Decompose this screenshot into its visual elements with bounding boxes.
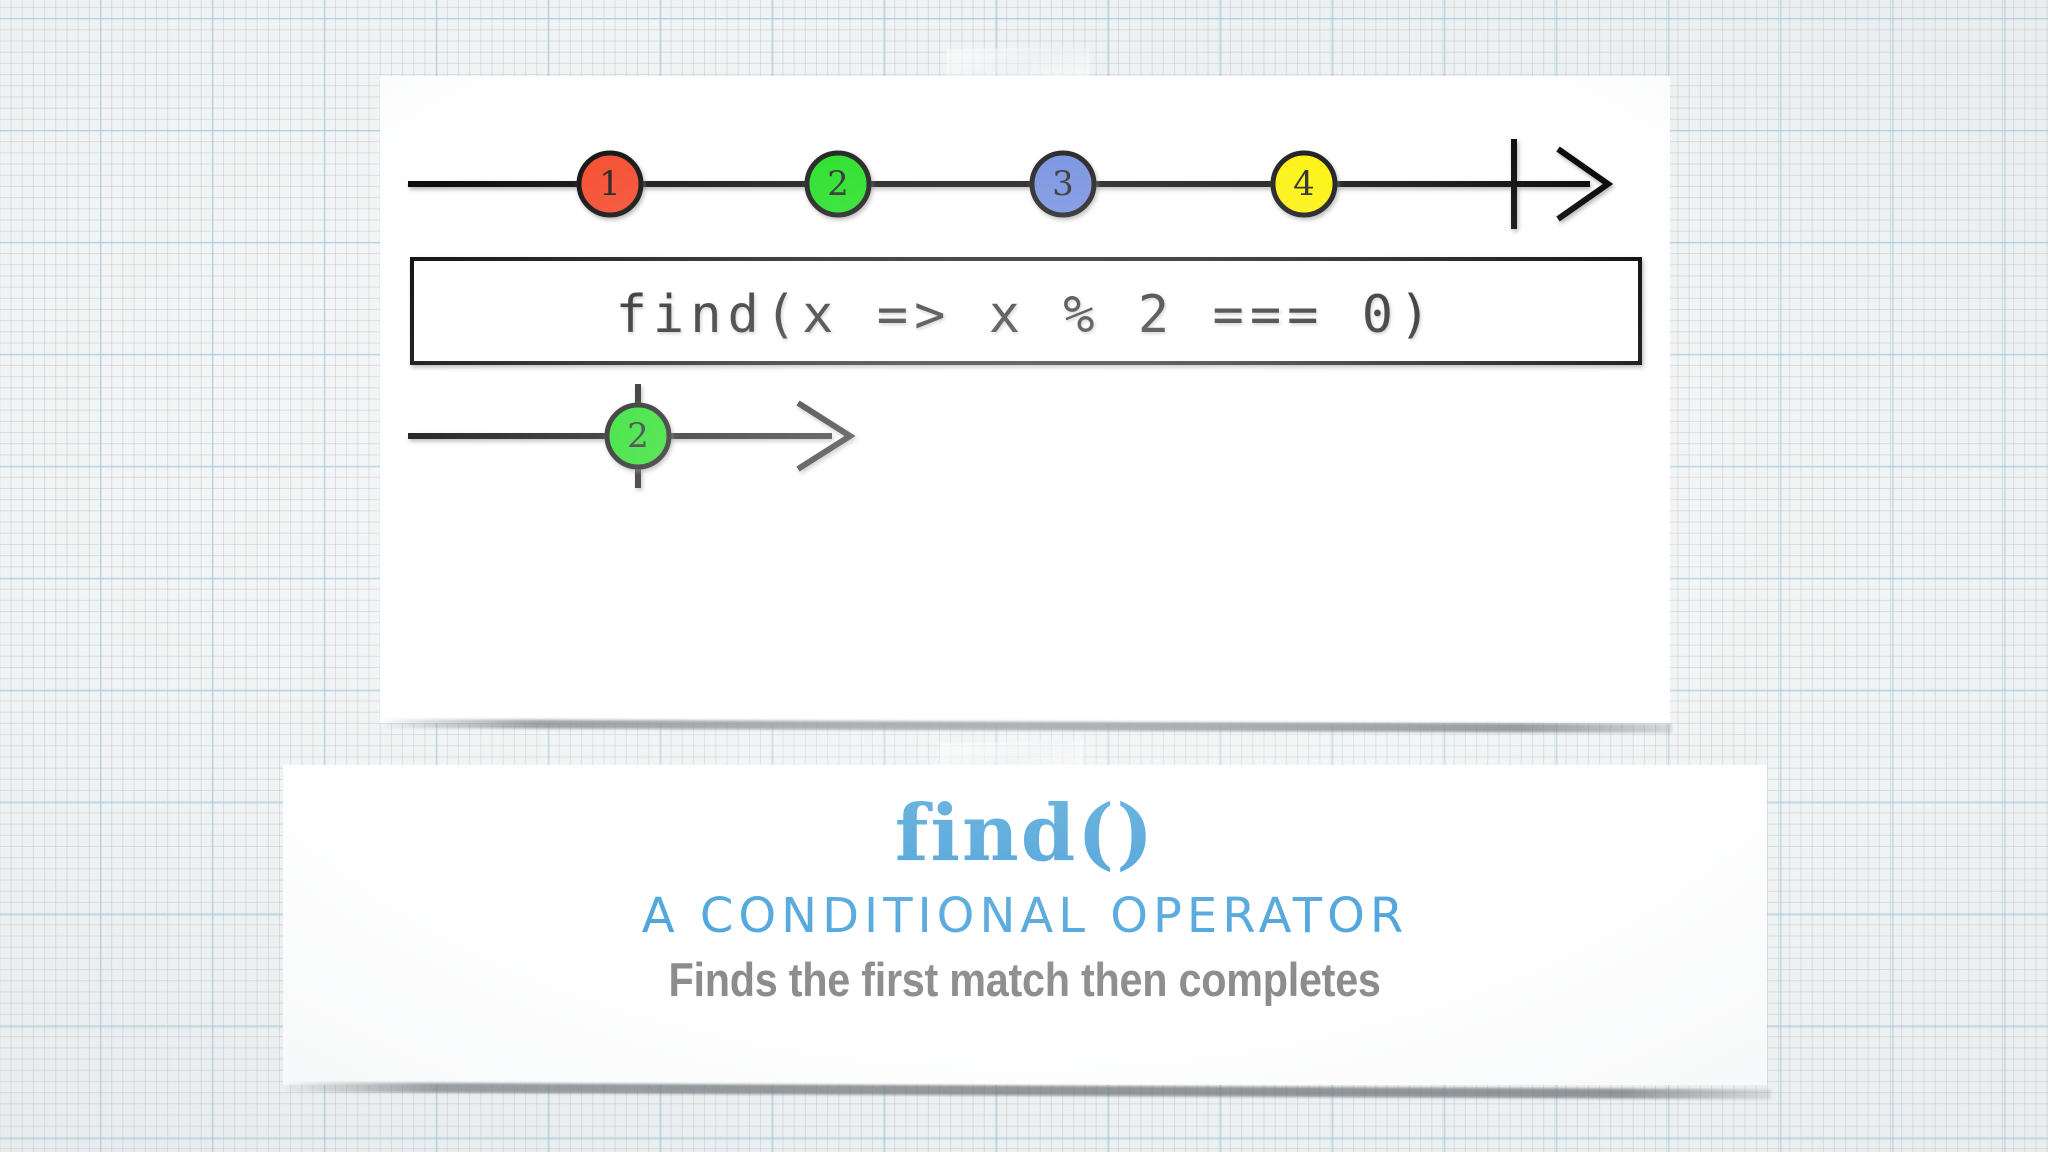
operator-description: Finds the first match then completes	[668, 953, 1382, 1007]
card-shadow	[383, 719, 1673, 733]
operator-title: find()	[894, 788, 1156, 879]
marble-1[interactable]: 1	[576, 150, 644, 218]
result-marble-2[interactable]: 2	[604, 402, 672, 470]
marble-label: 2	[627, 416, 649, 456]
marble-2[interactable]: 2	[804, 150, 872, 218]
operator-code-text: find(x => x % 2 === 0)	[616, 285, 1437, 345]
marble-label: 3	[1052, 164, 1074, 204]
caption-content: find() A CONDITIONAL OPERATOR Finds the …	[283, 765, 1767, 1085]
marble-label: 1	[599, 164, 621, 204]
marble-4[interactable]: 4	[1270, 150, 1338, 218]
marble-label: 2	[827, 164, 849, 204]
marble-label: 4	[1293, 164, 1315, 204]
operator-subtitle: A CONDITIONAL OPERATOR	[641, 887, 1409, 944]
marble-diagram: 1 2 3 4 find(x => x % 2 === 0)	[408, 139, 1642, 488]
marble-3[interactable]: 3	[1029, 150, 1097, 218]
